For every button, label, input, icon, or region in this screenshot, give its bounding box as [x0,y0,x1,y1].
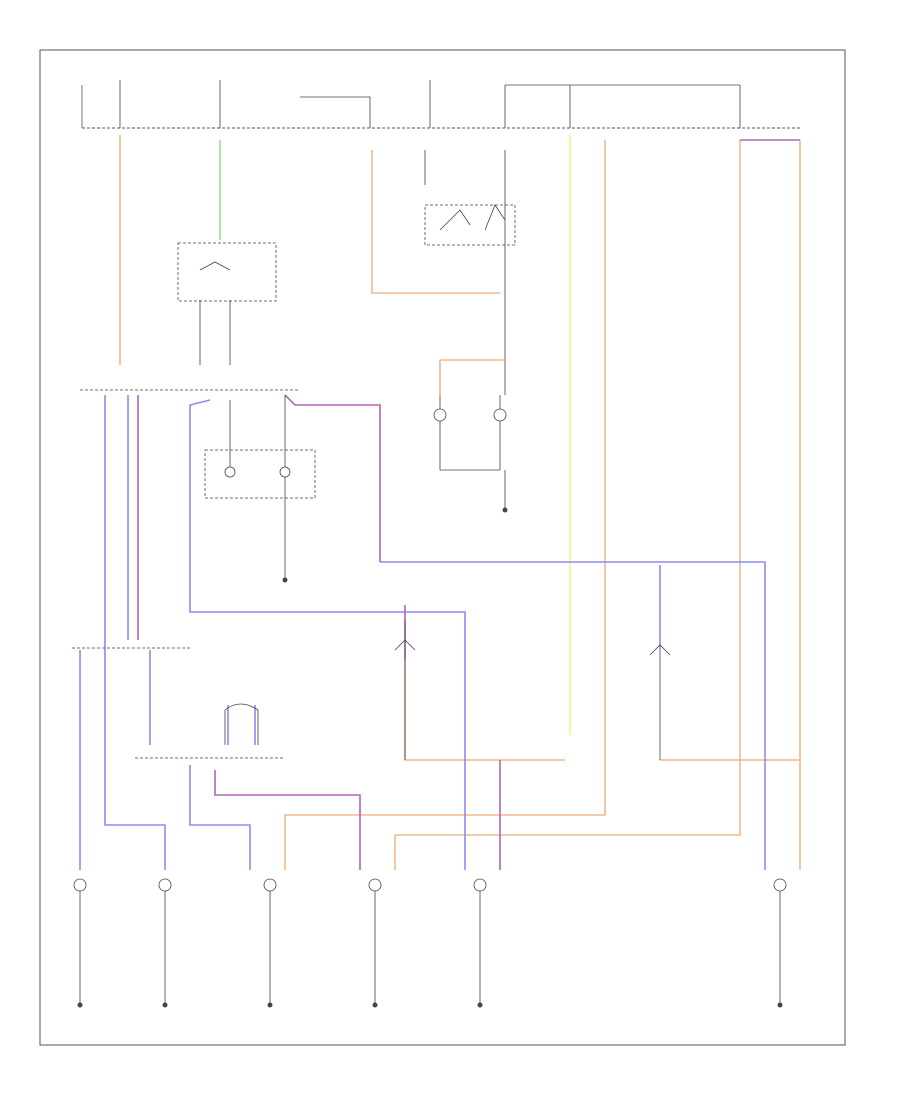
rh-rear-turn-bulb [773,878,787,892]
ground-icon [372,1002,378,1008]
relay-contacts [199,204,671,656]
ground-symbols [77,507,783,1008]
indicator-bulb-right [493,408,507,422]
ground-icon [502,507,508,513]
cluster-bulb-right [279,466,291,478]
ground-icon [282,577,288,583]
lh-parking-lamp-bulb [73,878,87,892]
diagram-frame [39,49,846,1046]
fuse-group [119,80,741,128]
ground-icon [267,1002,273,1008]
lh-front-turn-bulb [263,878,277,892]
indicator-bulb-left [433,408,447,422]
ground-icon [162,1002,168,1008]
ground-icon [777,1002,783,1008]
ground-icon [77,1002,83,1008]
lh-rear-turn-bulb [473,878,487,892]
black-wires [72,150,781,1005]
cluster-bulb-left [224,466,236,478]
lamp-bulbs [73,408,787,892]
ground-icon [477,1002,483,1008]
rh-front-turn-bulb [368,878,382,892]
rh-parking-lamp-bulb [158,878,172,892]
blue-wires [79,395,766,870]
